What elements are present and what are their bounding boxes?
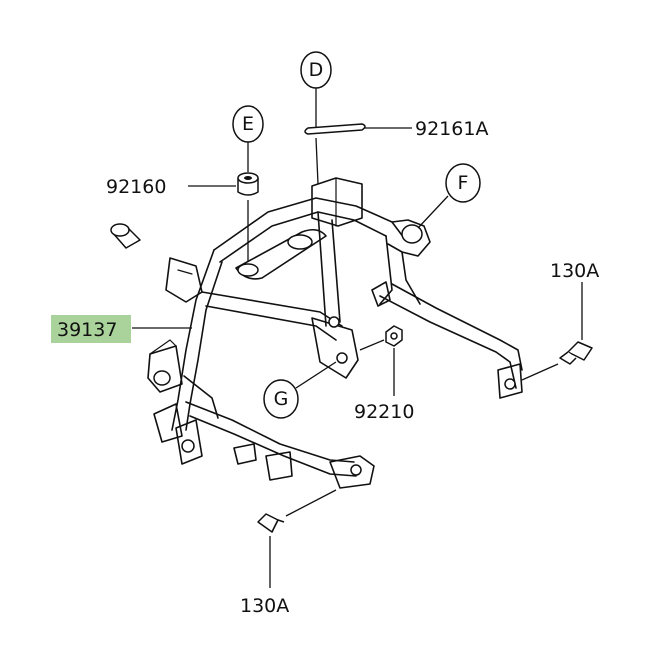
collar-part (110, 223, 141, 249)
callout-g[interactable]: G (263, 379, 299, 419)
callout-d[interactable]: D (300, 51, 332, 89)
part-label-92210[interactable]: 92210 (354, 401, 414, 423)
callout-f-label: F (458, 172, 469, 194)
part-label-39137: 39137 (57, 319, 117, 341)
callout-e-label: E (242, 113, 254, 135)
bolt-bottom-part (257, 513, 285, 533)
part-label-130a-bottom[interactable]: 130A (240, 595, 289, 617)
callout-g-label: G (274, 388, 289, 410)
leader-lines (132, 88, 583, 588)
strap-part (304, 123, 366, 135)
part-label-92161a[interactable]: 92161A (415, 118, 488, 140)
grommet-part (237, 172, 259, 196)
nut-part (385, 325, 403, 347)
callout-f[interactable]: F (445, 163, 481, 203)
bolt-right-part (559, 341, 593, 365)
callout-d-label: D (309, 59, 324, 81)
part-label-92160[interactable]: 92160 (106, 176, 166, 198)
callout-e[interactable]: E (232, 105, 264, 143)
highlight-box (51, 315, 131, 343)
part-label-130a-right[interactable]: 130A (550, 260, 599, 282)
part-label-39137-group[interactable]: 39137 (51, 315, 131, 343)
frame-drawing (147, 177, 523, 489)
